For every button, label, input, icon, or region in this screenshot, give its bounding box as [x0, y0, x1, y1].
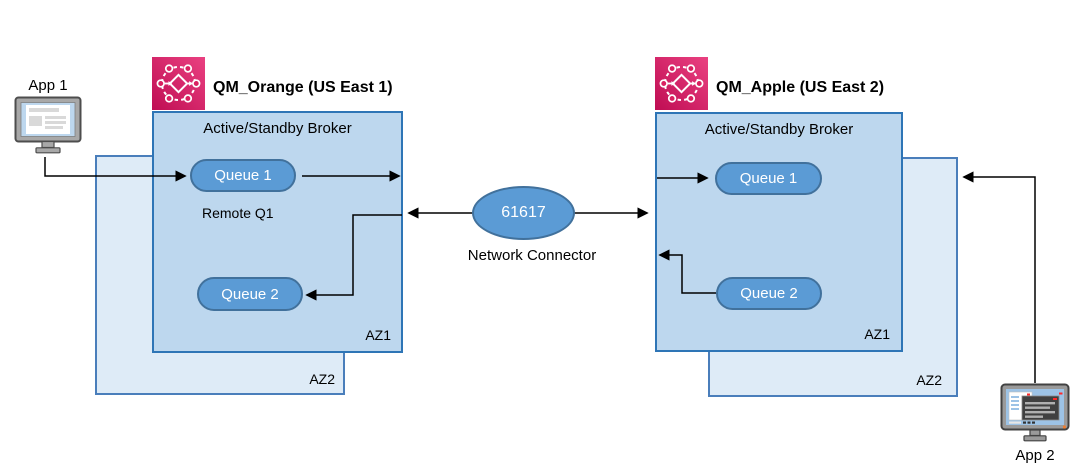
app2-computer-icon: [1000, 383, 1070, 442]
qm-orange-queue1-label: Queue 1: [214, 167, 272, 184]
amazon-mq-icon: [655, 57, 708, 110]
qm-apple-queue2-pill: Queue 2: [716, 277, 822, 310]
network-connector-label: Network Connector: [467, 247, 597, 264]
qm-orange-az1-box: Active/Standby Broker AZ1: [152, 111, 403, 353]
app2-label: App 2: [1015, 447, 1055, 464]
qm-orange-remote-q1-label: Remote Q1: [202, 205, 274, 221]
qm-apple-broker-label: Active/Standby Broker: [704, 121, 854, 138]
qm-apple-queue1-pill: Queue 1: [715, 162, 822, 195]
qm-orange-queue2-label: Queue 2: [221, 285, 279, 303]
qm-orange-az1-label: AZ1: [365, 327, 391, 343]
qm-apple-az1-label: AZ1: [864, 326, 890, 342]
qm-apple-queue1-label: Queue 1: [739, 170, 798, 187]
arrow-app2-to-broker: [962, 171, 1036, 383]
network-connector-port-ellipse: 61617: [472, 186, 575, 240]
qm-orange-az2-label: AZ2: [309, 371, 335, 387]
qm-apple-queue2-label: Queue 2: [740, 285, 798, 302]
network-connector-port: 61617: [501, 204, 546, 221]
qm-orange-broker-label: Active/Standby Broker: [203, 120, 352, 137]
qm-apple-title: QM_Apple (US East 2): [716, 79, 885, 96]
qm-orange-title: QM_Orange (US East 1): [213, 79, 393, 96]
amazon-mq-icon: [152, 57, 205, 110]
qm-orange-queue2-pill: Queue 2: [197, 277, 303, 311]
app1-computer-icon: [14, 96, 82, 154]
qm-orange-queue1-pill: Queue 1: [190, 159, 296, 192]
app1-label: App 1: [28, 77, 68, 94]
qm-apple-az1-box: Active/Standby Broker AZ1: [655, 112, 903, 352]
qm-apple-az2-label: AZ2: [916, 372, 942, 388]
